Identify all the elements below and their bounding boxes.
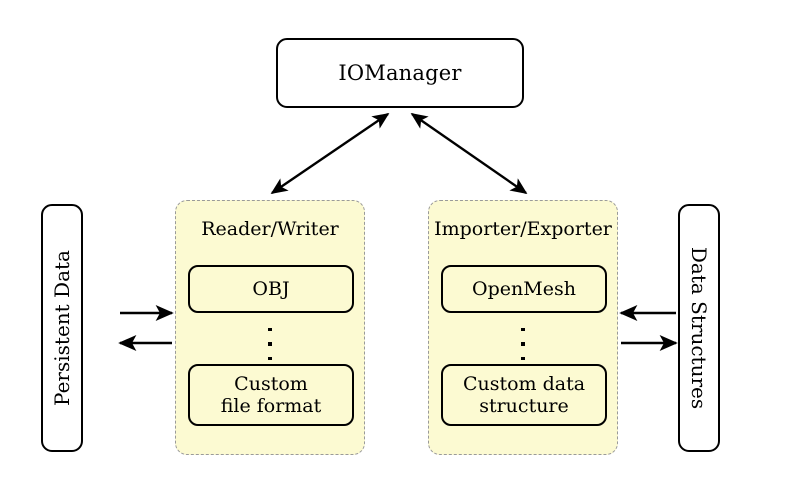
io-manager-label: IOManager [338,61,462,85]
ellipsis-dot [268,328,272,332]
ellipsis-dot [521,356,525,360]
item-obj: OBJ [188,265,354,313]
item-custom-file-format: Custom file format [188,364,354,426]
group-reader-writer: Reader/Writer OBJ Custom file format [175,200,365,455]
connector-iomanager-readerwriter [270,113,390,194]
ellipsis-dot [268,356,272,360]
persistent-data-box: Persistent Data [41,204,83,452]
item-custom-data-structure-line1: Custom data [462,372,586,395]
ellipsis-importer-exporter [429,328,617,360]
data-structures-label: Data Structures [687,246,711,410]
ellipsis-dot [521,328,525,332]
ellipsis-reader-writer [176,328,364,360]
group-importer-exporter: Importer/Exporter OpenMesh Custom data s… [428,200,618,455]
io-manager-box: IOManager [276,38,524,108]
data-structures-box: Data Structures [678,204,720,452]
item-custom-file-format-line1: Custom [234,372,308,395]
ellipsis-dot [268,342,272,346]
item-custom-data-structure-line2: structure [479,395,569,417]
item-openmesh-label: OpenMesh [472,277,576,300]
item-custom-data-structure: Custom data structure [441,364,607,426]
item-openmesh: OpenMesh [441,265,607,313]
persistent-data-label: Persistent Data [50,250,75,406]
item-custom-file-format-line2: file format [220,395,322,417]
connector-iomanager-importerexporter [410,113,528,194]
ellipsis-dot [521,342,525,346]
group-importer-exporter-title: Importer/Exporter [434,218,612,240]
group-reader-writer-title: Reader/Writer [201,218,339,240]
item-obj-label: OBJ [252,277,290,300]
